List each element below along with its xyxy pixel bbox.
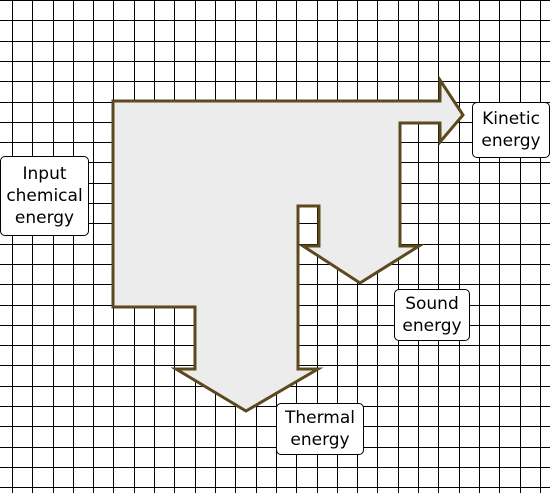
input-label-line-1: Input xyxy=(22,164,67,184)
kinetic-label-line-1: Kinetic xyxy=(482,109,540,129)
input-label-line-3: energy xyxy=(14,208,75,228)
thermal-energy-label: Thermal energy xyxy=(276,403,364,455)
input-chemical-energy-label: Input chemical energy xyxy=(0,156,89,236)
sound-energy-label: Sound energy xyxy=(394,289,470,341)
sound-label-line-2: energy xyxy=(402,316,462,336)
input-label-line-2: chemical xyxy=(6,186,83,206)
kinetic-label-line-2: energy xyxy=(481,131,541,151)
thermal-label-line-1: Thermal xyxy=(284,408,355,428)
sound-label-line-1: Sound xyxy=(405,294,459,314)
kinetic-energy-label: Kinetic energy xyxy=(472,102,550,158)
thermal-label-line-2: energy xyxy=(290,430,350,450)
sankey-energy-arrow xyxy=(111,74,465,413)
